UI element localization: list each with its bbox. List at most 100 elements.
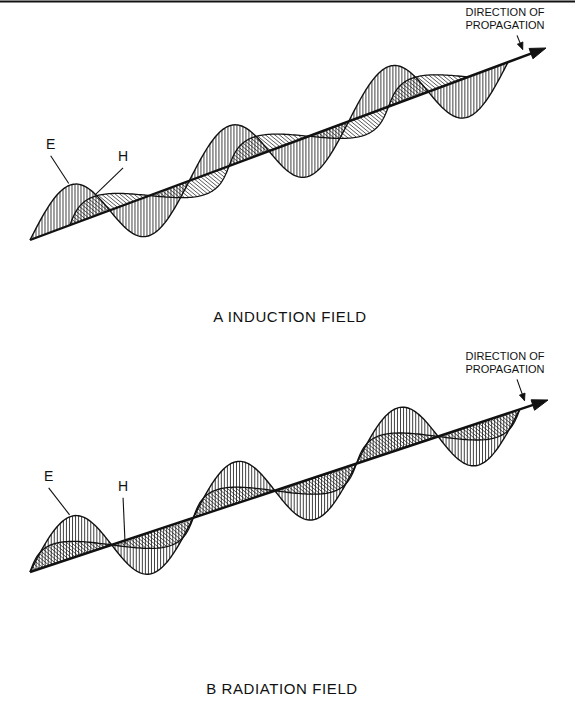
e-hatch	[509, 413, 510, 429]
e-hatch	[416, 79, 417, 96]
e-hatch	[71, 185, 72, 225]
e-hatch	[227, 466, 228, 507]
e-hatch	[163, 528, 164, 566]
e-hatch	[152, 194, 153, 234]
e-hatch	[342, 468, 343, 489]
h-hatch	[66, 542, 82, 555]
h-hatch	[216, 171, 224, 178]
h-hatch	[106, 194, 121, 206]
h-hatch	[230, 487, 246, 500]
e-hatch	[320, 132, 321, 168]
axis-arrowhead	[531, 400, 548, 410]
top-rule	[0, 1, 575, 3]
e-hatch	[212, 140, 213, 172]
e-hatch	[56, 195, 57, 230]
e-hatch	[400, 407, 401, 449]
e-hatch	[176, 185, 177, 204]
e-hatch	[60, 523, 61, 562]
h-hatch	[380, 435, 398, 449]
e-hatch	[233, 125, 234, 164]
e-hatch	[260, 474, 261, 496]
h-hatch	[438, 75, 449, 84]
e-hatch	[218, 133, 219, 170]
e-hatch	[296, 141, 297, 177]
e-hatch	[389, 66, 390, 106]
e-hatch	[128, 203, 129, 231]
e-hatch	[254, 135, 255, 156]
e-hatch	[209, 488, 210, 512]
e-hatch	[116, 208, 117, 219]
e-hatch	[506, 414, 507, 434]
e-hatch	[410, 73, 411, 98]
e-hatch	[140, 199, 141, 237]
e-hatch	[303, 481, 304, 518]
h-hatch	[391, 433, 407, 446]
e-hatch	[236, 125, 237, 163]
h-hatch	[243, 143, 258, 155]
e-hatch	[284, 145, 285, 169]
e-hatch	[266, 481, 267, 494]
e-hatch	[83, 186, 84, 220]
e-hatch	[412, 410, 413, 445]
e-hatch	[131, 202, 132, 233]
e-hatch	[136, 537, 137, 571]
e-hatch	[503, 415, 504, 439]
e-hatch	[449, 84, 450, 114]
h-hatch	[314, 478, 332, 492]
figure-caption: A INDUCTION FIELD	[213, 308, 367, 326]
e-hatch	[482, 422, 483, 464]
e-hatch	[287, 144, 288, 171]
e-hatch	[215, 136, 216, 171]
e-hatch	[179, 184, 180, 198]
e-hatch	[415, 412, 416, 444]
e-hatch	[44, 212, 45, 234]
e-hatch	[157, 530, 158, 571]
e-hatch	[215, 479, 216, 510]
h-hatch	[159, 529, 176, 543]
h-hatch	[376, 111, 384, 118]
e-hatch	[50, 203, 51, 232]
e-hatch	[488, 420, 489, 459]
e-hatch	[398, 66, 399, 103]
e-hatch	[437, 88, 438, 103]
e-hatch	[80, 185, 81, 221]
e-hatch	[200, 159, 201, 177]
e-hatch	[335, 126, 336, 145]
leader-line	[95, 168, 123, 196]
e-hatch	[127, 540, 128, 564]
e-hatch	[169, 526, 170, 559]
e-hatch	[491, 68, 492, 92]
e-hatch	[338, 125, 339, 140]
e-hatch	[77, 184, 78, 222]
leader-line	[49, 488, 70, 515]
e-hatch	[137, 200, 138, 236]
e-hatch	[404, 69, 405, 101]
e-hatch	[90, 522, 91, 552]
e-hatch	[248, 130, 249, 158]
e-hatch	[497, 66, 498, 82]
e-hatch	[48, 539, 49, 566]
e-hatch	[257, 138, 258, 155]
leader-group	[49, 35, 525, 544]
e-hatch	[218, 475, 219, 510]
h-hatch	[405, 82, 421, 95]
propagation-axis	[30, 404, 535, 572]
e-hatch	[383, 69, 384, 108]
e-hatch	[248, 464, 249, 500]
e-hatch	[206, 149, 207, 175]
e-hatch	[81, 516, 82, 554]
e-hatch	[101, 201, 102, 213]
direction-label: DIRECTION OF PROPAGATION	[460, 6, 550, 32]
e-hatch	[224, 128, 225, 167]
e-hatch	[139, 536, 140, 573]
e-hatch	[142, 535, 143, 574]
e-hatch	[275, 148, 276, 159]
h-hatch	[373, 113, 383, 121]
e-hatch	[92, 192, 93, 216]
e-hatch	[93, 524, 94, 551]
h-hatch	[320, 476, 337, 490]
e-hatch	[245, 463, 246, 501]
h-hatch	[226, 488, 243, 502]
h-hatch	[353, 120, 369, 133]
